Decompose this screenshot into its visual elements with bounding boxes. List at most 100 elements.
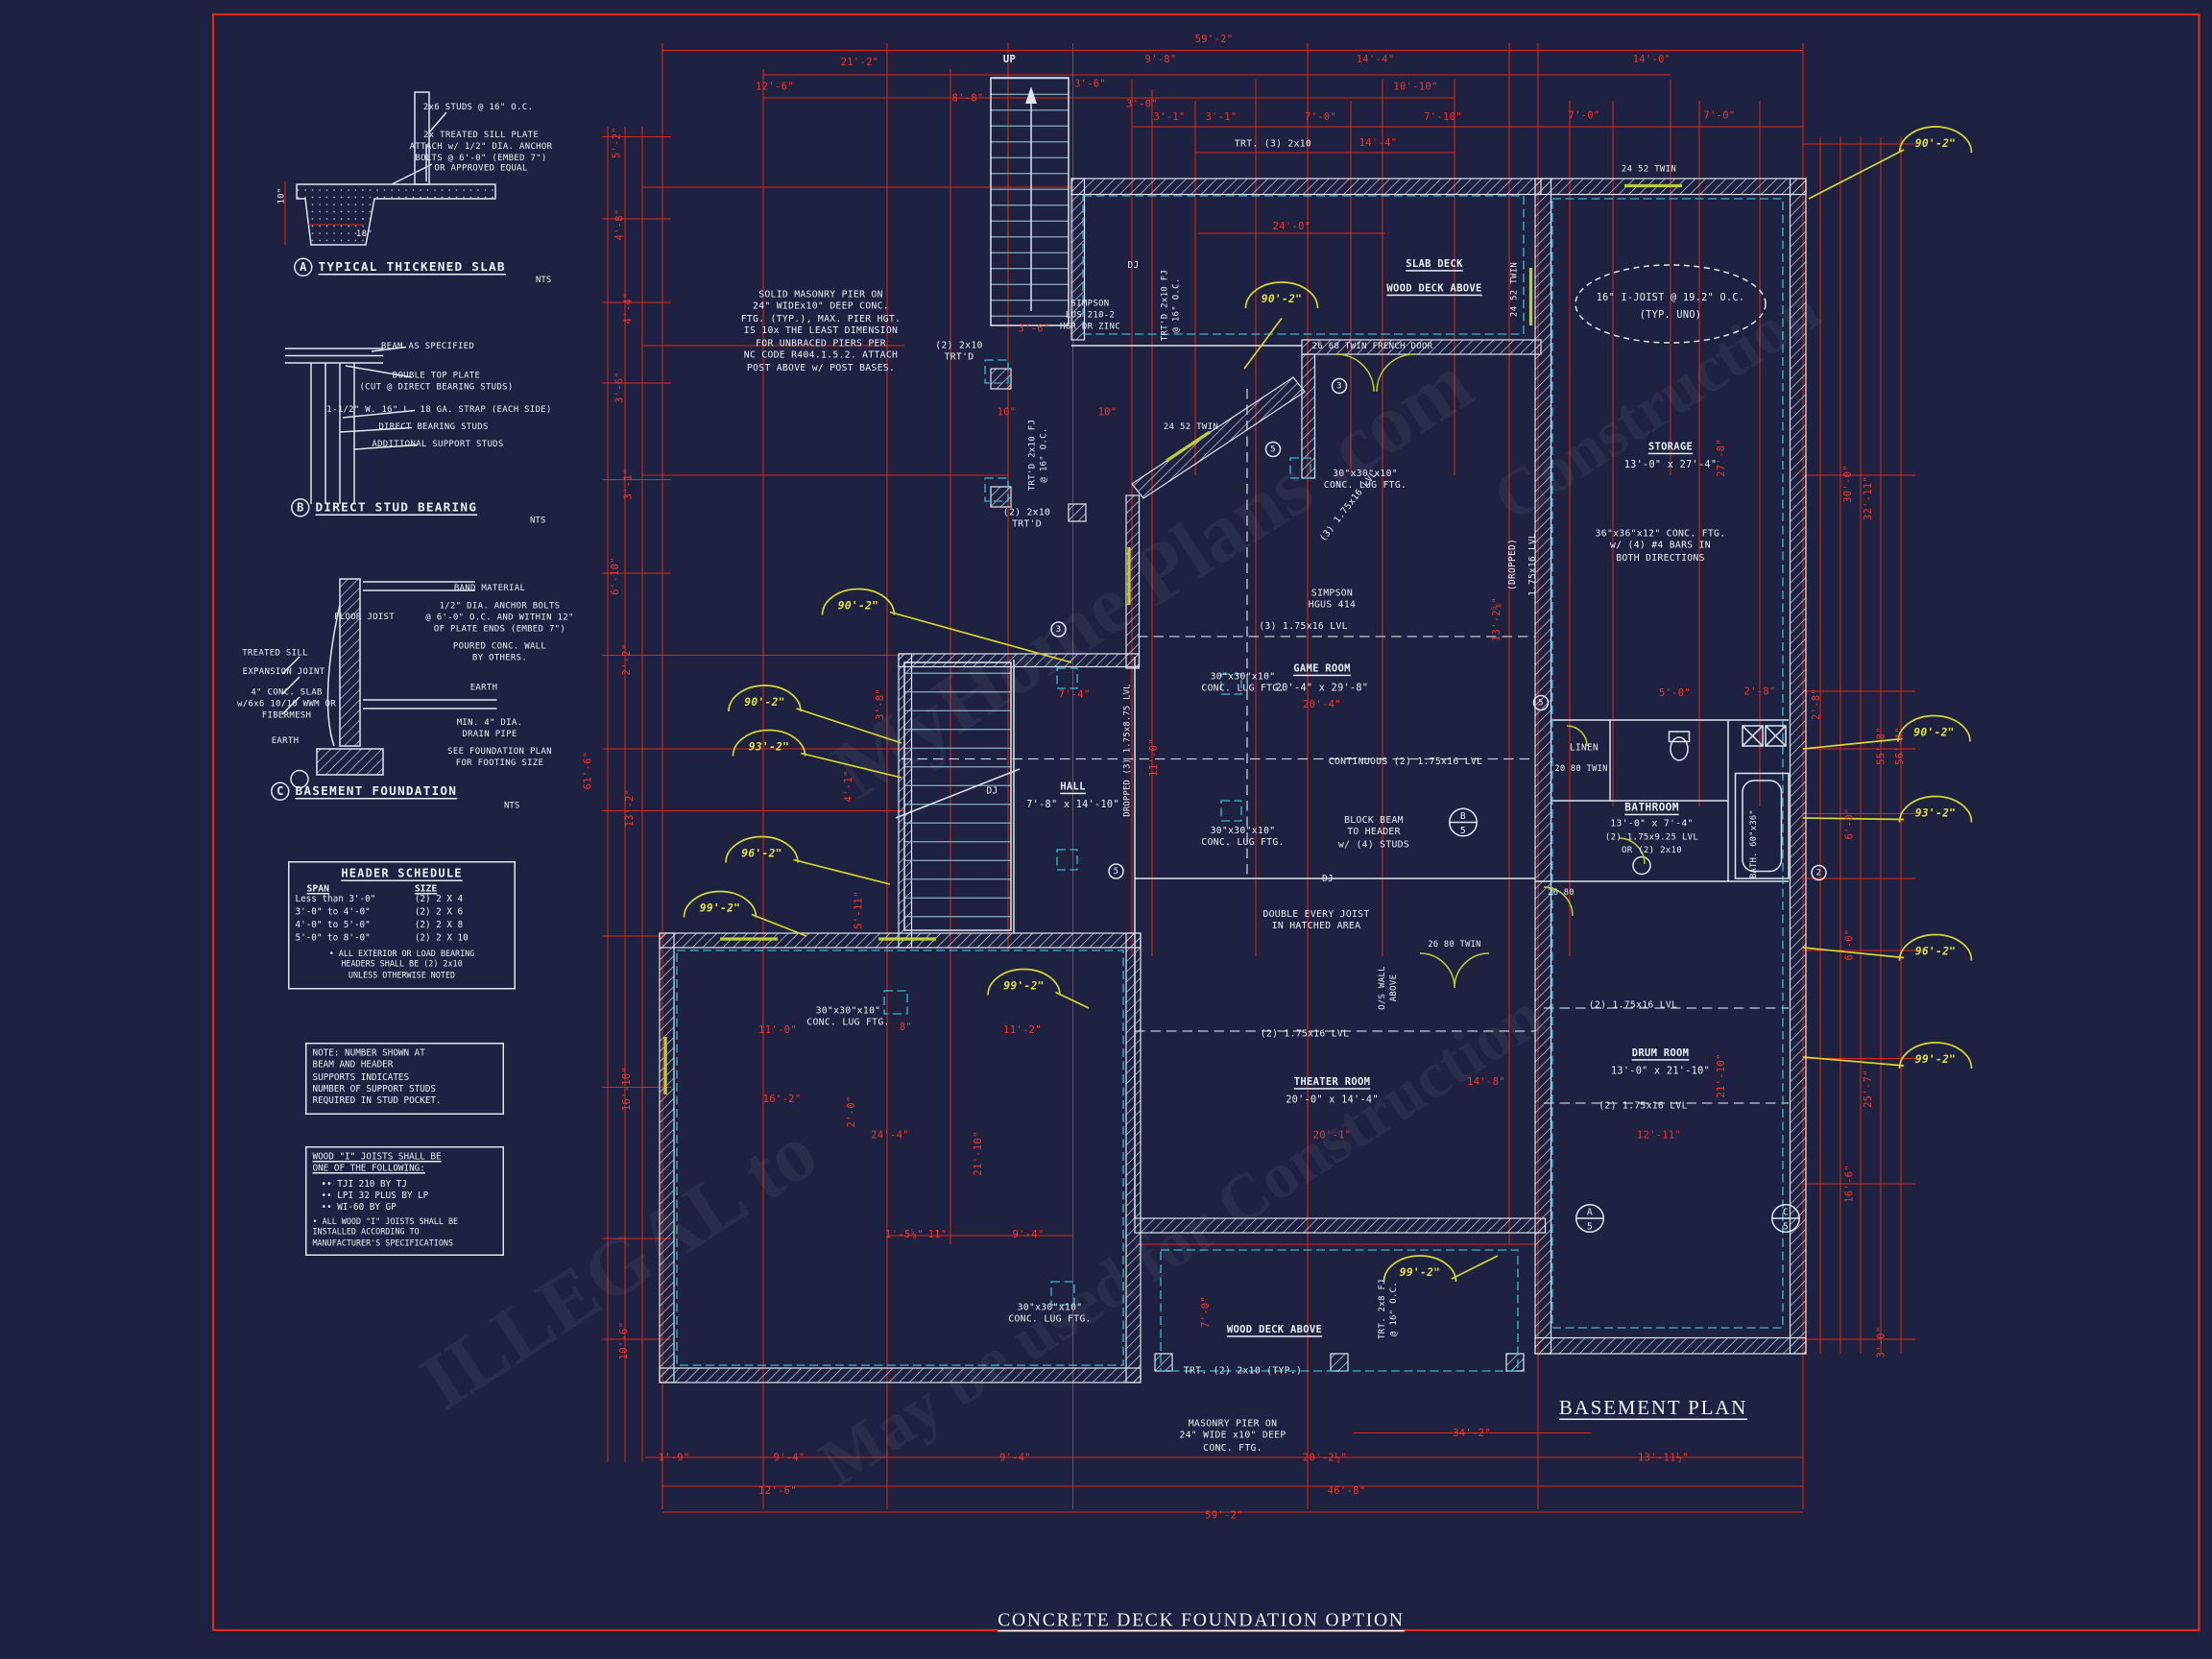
plan-label: DJ [1127, 260, 1140, 271]
plan-label: TRT'D 2x10 FJ @ 16" O.C. [1026, 419, 1048, 492]
plan-label: 2'-8" [1811, 687, 1823, 721]
plan-label: 1-1/2" W. 16" L. 18 GA. STRAP (EACH SIDE… [326, 404, 552, 416]
plan-label: 59'-2" [1194, 34, 1234, 46]
plan-label: FLOOR JOIST [334, 612, 395, 623]
plan-label: TREATED SILL [242, 648, 308, 659]
plan-label: 1/2" DIA. ANCHOR BOLTS @ 6'-0" O.C. AND … [425, 600, 574, 634]
plan-label: 27'-8" [1716, 439, 1728, 477]
plan-label: 12'-6" [756, 81, 794, 93]
deck-outlines [676, 195, 1784, 1372]
plan-label: 30"x30"x10" CONC. LUG FTG. [1008, 1301, 1092, 1325]
plan-label: 90'-2" [744, 695, 785, 709]
plan-label: 7'-4" [1058, 688, 1091, 701]
plan-label: 4'-4" [622, 292, 635, 325]
plan-label: 5 [1108, 863, 1124, 879]
plan-label: 11'-0" [758, 1024, 797, 1037]
plan-label: 30'-0" [1842, 465, 1855, 503]
beam-lines [902, 389, 1789, 1104]
plan-label: 4'-8" [613, 208, 626, 241]
plan-label: (3) 1.75x16 LVL [1259, 620, 1348, 633]
joist-item: •• WI-60 BY GP [321, 1203, 397, 1214]
plan-label: 16'-10" [621, 1066, 634, 1112]
plan-label: (DROPPED) [1507, 539, 1518, 590]
plan-label: 1'-9" [658, 1452, 690, 1464]
plan-label: 24 52 TWIN [1509, 261, 1520, 318]
plan-label: 14'-0" [1632, 54, 1671, 66]
plan-label: 13'-0" x 21'-10" [1610, 1065, 1711, 1077]
plan-label: 10'-10" [1393, 81, 1438, 93]
detail-a-sketch [296, 91, 496, 246]
plan-label: C [1782, 1206, 1790, 1218]
plan-label: 2'-0" [846, 1095, 858, 1128]
plan-label: 3'-8" [875, 687, 887, 721]
plan-label: 93'-2" [1914, 806, 1957, 820]
plan-label: 24'-4" [871, 1129, 909, 1142]
plan-label: POURED CONC. WALL BY OTHERS. [452, 640, 547, 662]
plan-label: 12'-11" [1636, 1129, 1682, 1142]
plan-label: 99'-2" [1003, 979, 1045, 993]
plan-label: 4'-1" [843, 770, 855, 803]
plan-label: DJ [1322, 874, 1334, 884]
plan-label: 26 80 TWIN [1428, 940, 1481, 950]
plan-label: 16" I-JOIST @ 19.2" O.C. [1596, 291, 1745, 303]
plan-label: 3'-0" [1875, 1326, 1887, 1358]
plan-label: (2) 1.75x9.25 LVL [1604, 832, 1699, 843]
plan-label: (2) 2x10 TRT'D [935, 339, 983, 363]
plan-label: 4" CONC. SLAB w/6x6 10/10 WWM OR FIBERME… [237, 686, 336, 720]
plan-label: DOUBLE EVERY JOIST IN HATCHED AREA [1262, 907, 1370, 932]
plan-label: 16'-6" [1843, 1165, 1856, 1203]
plan-label: 12'-6" [758, 1485, 797, 1498]
plan-label: UP [1002, 54, 1017, 66]
plan-label: B [1459, 810, 1467, 823]
plan-label: 20'-1" [1312, 1129, 1352, 1142]
detail-c-sketch [281, 578, 497, 789]
plan-label: 30"x30"x10" CONC. LUG FTG. [1201, 670, 1285, 694]
plan-label: 93'-2" [748, 740, 790, 754]
plan-label: EXPANSION JOINT [242, 666, 325, 678]
plan-label: BATH. 60"x36" [1749, 809, 1759, 878]
plan-label: 5'-11" [853, 891, 865, 929]
plan-label: 99'-2" [699, 902, 741, 915]
plan-label: EARTH [271, 735, 300, 747]
plan-label: STORAGE [1647, 441, 1694, 453]
plan-label: 90'-2" [1913, 726, 1955, 739]
exterior-walls [659, 178, 1807, 1383]
plan-label: 6'-10" [610, 557, 622, 595]
plan-label: TRT'D 2x10 FJ @ 16" O.C. [1159, 269, 1181, 342]
plan-label: 24 52 TWIN [1621, 164, 1677, 175]
joist-item: •• TJI 210 BY TJ [321, 1179, 407, 1190]
joist-item: •• LPI 32 PLUS BY LP [321, 1190, 429, 1202]
header-schedule-title: HEADER SCHEDULE [341, 867, 463, 880]
lug-footings [883, 359, 1311, 1306]
joist-note-items: •• TJI 210 BY TJ•• LPI 32 PLUS BY LP•• W… [313, 1179, 497, 1215]
plan-label: 10'-6" [618, 1321, 631, 1360]
plan-label: BATHROOM [1624, 801, 1679, 814]
plan-label: 26 68 TWIN FRENCH DOOR [1311, 341, 1433, 352]
plan-label: 90'-2" [1261, 292, 1303, 306]
plan-label: 5 [1782, 1220, 1790, 1233]
plan-label: 26 80 [1548, 888, 1575, 898]
plan-label: DROPPED (3) 1.75x8.75 LVL [1123, 684, 1133, 817]
plan-label: SOLID MASONRY PIER ON 24" WIDEx10" DEEP … [740, 288, 902, 373]
plan-label: MASONRY PIER ON 24" WIDE x10" DEEP CONC.… [1179, 1417, 1286, 1454]
plan-label: 59'-2" [1205, 1509, 1243, 1522]
plan-label: 6'-0" [1843, 928, 1856, 961]
plan-label: SIMPSON HGUS 414 [1308, 587, 1357, 611]
plan-label: CONTINUOUS (2) 1.75x16 LVL [1328, 756, 1483, 768]
plan-label: 13'-0" x 27'-4" [1623, 458, 1718, 470]
dimension-lines-vertical [607, 43, 1902, 1509]
plan-label: 10" [1097, 406, 1118, 419]
plan-label: 8'-8" [951, 92, 984, 105]
plan-label: 55'-8" [1875, 727, 1887, 765]
plan-label: DOUBLE TOP PLATE (CUT @ DIRECT BEARING S… [359, 370, 514, 392]
plan-label: 18" [355, 228, 373, 240]
plan-label: TRT. 2x8 FJ @ 16" O.C. [1377, 1279, 1399, 1339]
plan-label: 24'-0" [1272, 221, 1311, 233]
plan-label: 24 52 TWIN [1163, 421, 1219, 433]
plan-label: THEATER ROOM [1293, 1076, 1371, 1089]
detail-c-title: C BASEMENT FOUNDATION [271, 781, 457, 801]
plan-label: 2'-2" [621, 643, 634, 676]
plan-label: WOOD DECK ABOVE [1226, 1324, 1323, 1336]
plan-label: 3'-6" [1018, 323, 1050, 335]
